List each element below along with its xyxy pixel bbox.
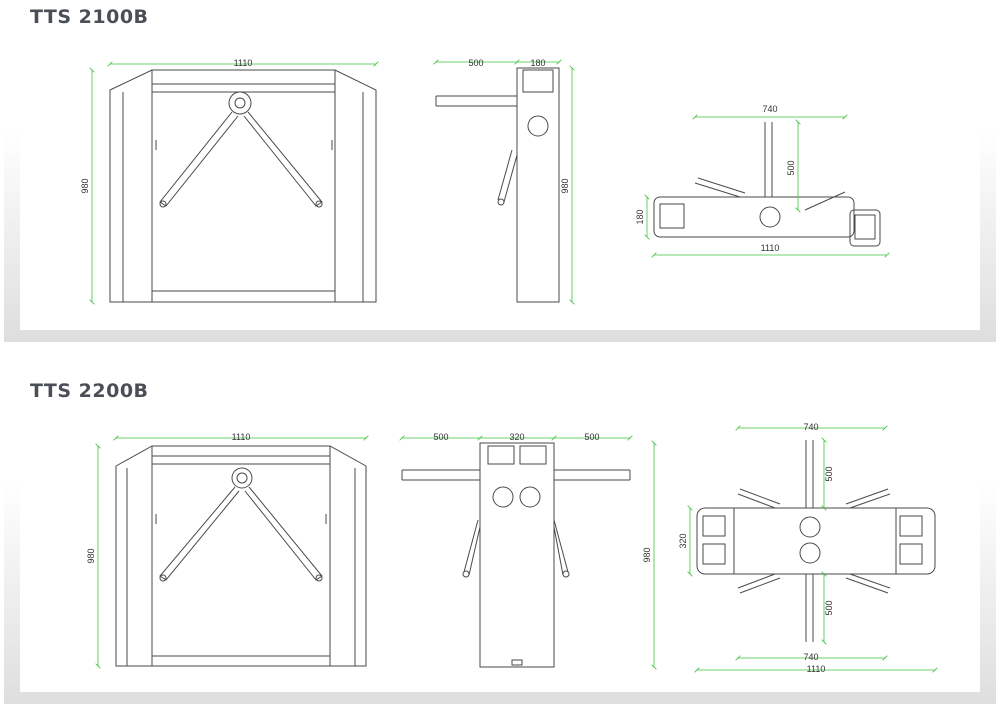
front-view-2200b <box>115 445 367 667</box>
model-title-tts-2100b: TTS 2100B <box>30 6 149 28</box>
dim-2100b-front-height: 980 <box>80 178 90 193</box>
dim-2200b-front-height: 980 <box>86 548 96 563</box>
dim-2100b-side-body: 180 <box>530 58 545 68</box>
dim-2100b-side-height: 980 <box>560 178 570 193</box>
dim-2200b-top-arm-length-bottom: 500 <box>824 600 834 615</box>
dim-2200b-top-depth: 320 <box>678 533 688 548</box>
dim-2100b-front-width: 1110 <box>234 58 253 68</box>
panel-tts-2200b <box>4 348 996 704</box>
model-title-tts-2200b: TTS 2200B <box>30 380 149 402</box>
dim-2200b-top-arm-span-bottom: 740 <box>803 652 818 662</box>
dim-2100b-top-arm-span: 740 <box>762 104 777 114</box>
dim-2200b-side-arm-right: 500 <box>584 432 599 442</box>
top-view-2200b <box>696 440 936 642</box>
dim-2200b-top-width: 1110 <box>807 664 826 674</box>
front-view-2100b <box>109 69 377 303</box>
dim-2200b-side-body: 320 <box>509 432 524 442</box>
dim-2200b-side-height: 980 <box>642 547 652 562</box>
dimension-lines <box>92 62 935 670</box>
dim-2200b-side-arm-left: 500 <box>433 432 448 442</box>
dim-2100b-top-depth: 180 <box>635 209 645 224</box>
panel-tts-2100b <box>4 0 996 342</box>
side-view-2200b <box>401 442 631 668</box>
dim-2100b-top-width: 1110 <box>761 243 780 253</box>
side-view-2100b <box>435 67 560 303</box>
dim-2100b-top-arm-length: 500 <box>786 160 796 175</box>
dim-2200b-top-arm-length-top: 500 <box>824 466 834 481</box>
dim-2200b-top-arm-span-top: 740 <box>803 422 818 432</box>
dim-2200b-front-width: 1110 <box>232 432 251 442</box>
dim-2100b-side-arm: 500 <box>468 58 483 68</box>
top-view-2100b <box>653 122 881 247</box>
